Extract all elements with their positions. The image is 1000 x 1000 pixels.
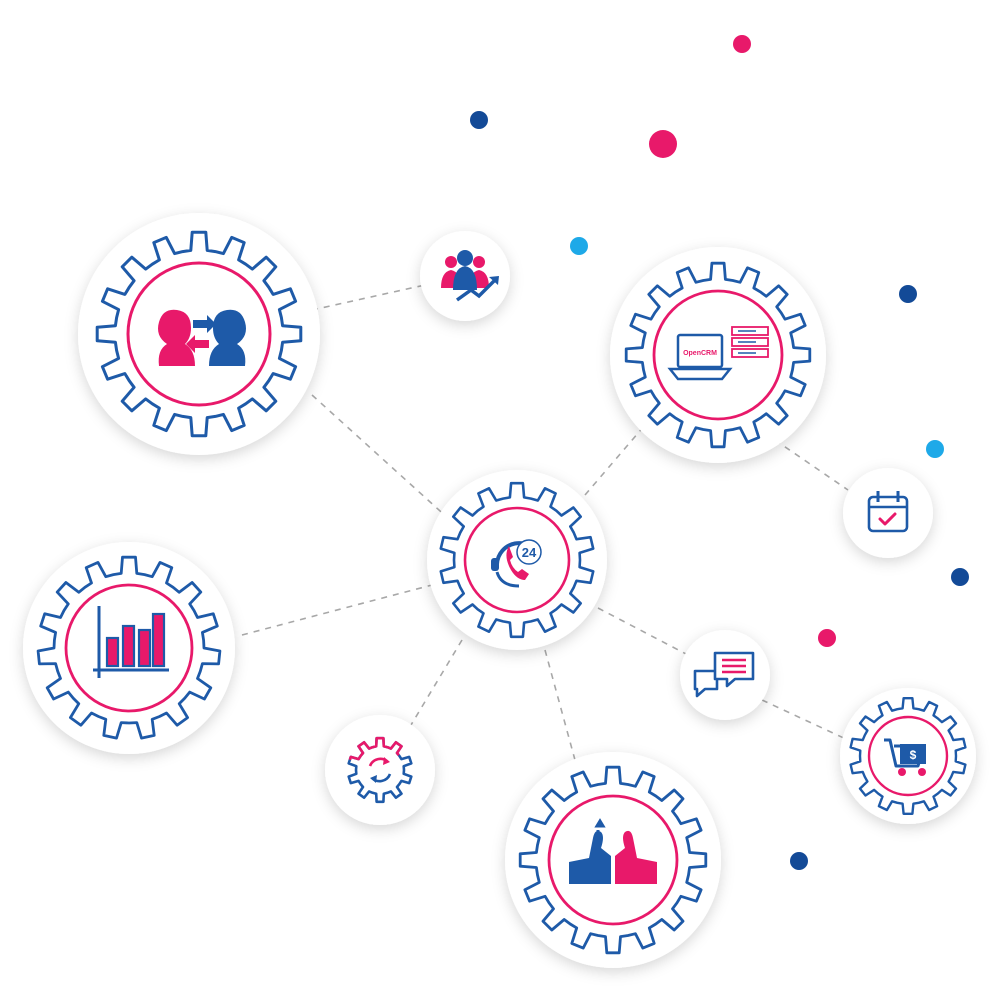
- dot-pink: [818, 629, 836, 647]
- hub-node: 24: [427, 470, 607, 650]
- inner-ring: [126, 261, 272, 407]
- dot-navy: [470, 111, 488, 129]
- dollar-symbol: $: [910, 748, 917, 762]
- chat-bubbles-icon: [693, 651, 755, 698]
- dot-light-blue: [570, 237, 588, 255]
- gear-outline: [439, 481, 595, 639]
- node-shopping-cart: $: [840, 688, 976, 824]
- node-bar-chart: [23, 542, 235, 754]
- gear-outline: [849, 697, 967, 815]
- node-calendar-disc: [843, 468, 933, 558]
- calendar-check-icon: [867, 491, 909, 533]
- node-thumbs-up-disc: [505, 752, 721, 968]
- node-gear-sync-disc: [325, 715, 435, 825]
- connector-hub-laptop: [584, 424, 646, 496]
- node-laptop-servers-disc: [610, 247, 826, 463]
- connector-lines: [241, 284, 849, 761]
- gear-outline: [624, 261, 812, 449]
- gear-sync-icon: [347, 736, 413, 804]
- connector-hub-chat: [597, 607, 689, 656]
- gear-outline: [36, 555, 222, 740]
- nodes: 24 OpenCRM $: [23, 213, 976, 968]
- node-chat: [680, 630, 770, 720]
- connector-chat-cart: [761, 699, 849, 741]
- node-thumbs-up: [505, 752, 721, 968]
- node-gear-sync: [325, 715, 435, 825]
- connector-hub-gearsync: [407, 639, 463, 731]
- dot-navy: [951, 568, 969, 586]
- decorative-dots: [470, 35, 969, 870]
- inner-ring: [547, 794, 679, 926]
- screen-label: OpenCRM: [683, 350, 717, 357]
- customer-exchange-icon: [158, 309, 246, 366]
- dot-navy: [899, 285, 917, 303]
- inner-ring: [64, 583, 194, 713]
- gear-outline: [95, 230, 303, 438]
- connector-customer-team: [311, 284, 426, 311]
- shopping-cart-dollar-icon: $: [884, 738, 926, 776]
- badge-24: 24: [522, 545, 537, 560]
- dot-light-blue: [926, 440, 944, 458]
- team-growth-icon: [441, 250, 499, 302]
- connector-customer-hub: [311, 394, 451, 521]
- inner-ring: [867, 715, 949, 797]
- dot-navy: [790, 852, 808, 870]
- headset-24-icon: 24: [491, 539, 542, 588]
- laptop-servers-icon: OpenCRM: [667, 326, 769, 381]
- node-team-growth: [420, 231, 510, 321]
- bar-chart-icon: [93, 606, 169, 678]
- node-calendar: [843, 468, 933, 558]
- connector-chart-hub: [241, 584, 433, 636]
- node-customer-exchange: [78, 213, 320, 455]
- inner-ring: [463, 506, 571, 614]
- node-customer-exchange-disc: [78, 213, 320, 455]
- connector-hub-thumbs: [544, 649, 576, 761]
- inner-ring: [652, 289, 784, 421]
- node-laptop-servers: OpenCRM: [610, 247, 826, 463]
- dot-pink: [733, 35, 751, 53]
- connector-laptop-calendar: [774, 439, 849, 491]
- gear-outline: [518, 765, 708, 955]
- dot-pink: [649, 130, 677, 158]
- thumbs-up-wrench-icon: [569, 818, 657, 884]
